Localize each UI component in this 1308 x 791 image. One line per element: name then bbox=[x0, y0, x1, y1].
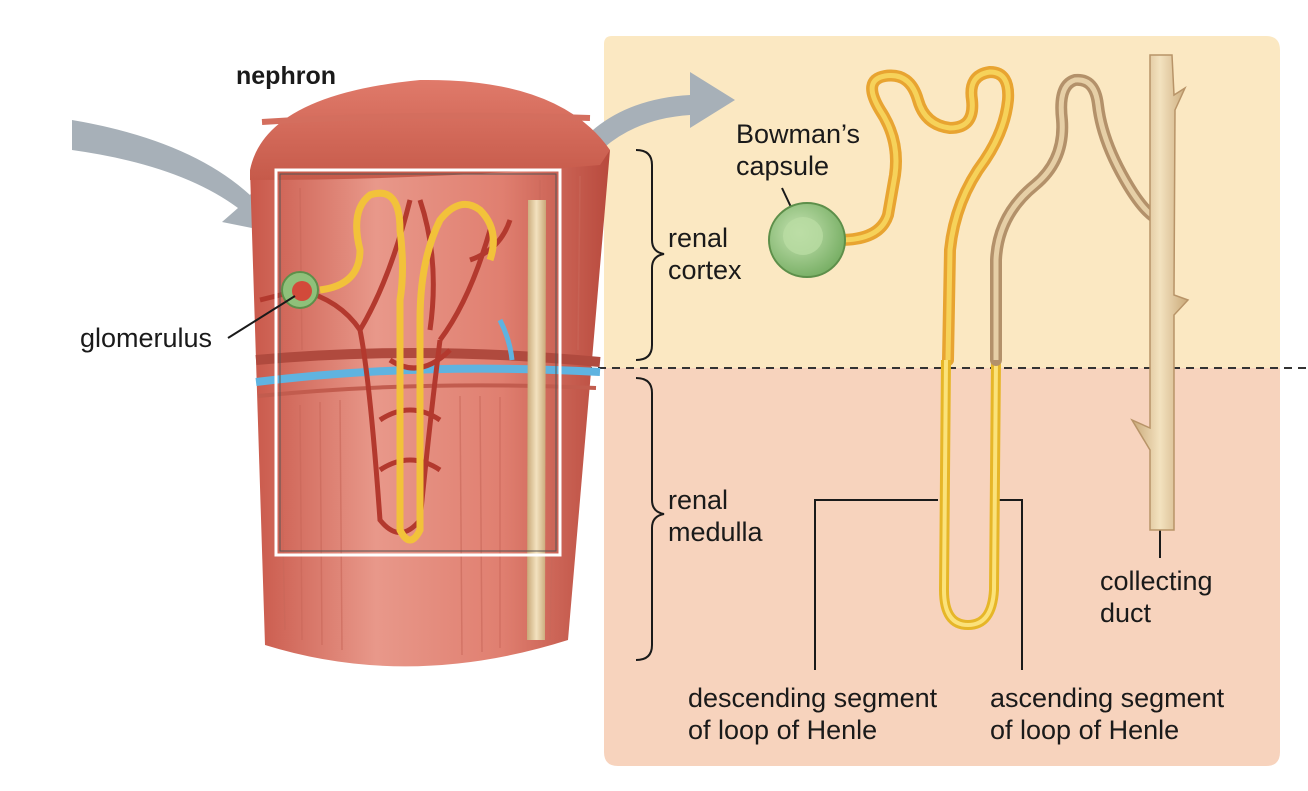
glomerulus-label: glomerulus bbox=[80, 323, 213, 353]
glomerulus-pointer bbox=[227, 295, 296, 339]
cortex-region bbox=[604, 36, 1280, 368]
cortex-bracket bbox=[635, 149, 665, 361]
blue-vessel bbox=[255, 364, 601, 386]
descending-pointer bbox=[814, 499, 938, 670]
block-collecting-duct bbox=[527, 200, 546, 640]
kidney-tissue-block bbox=[250, 79, 610, 667]
detailed-nephron bbox=[768, 54, 1190, 631]
incoming-arrow-icon bbox=[72, 120, 272, 232]
block-blue-branch bbox=[497, 318, 515, 361]
collecting-duct-shape bbox=[1130, 54, 1190, 531]
zoom-frame bbox=[274, 168, 562, 557]
zoom-arrow-icon bbox=[560, 72, 735, 178]
block-glomerulus bbox=[292, 281, 312, 301]
diagram-title: nephron bbox=[236, 62, 336, 90]
ascending-pointer bbox=[998, 499, 1023, 670]
medulla-bracket bbox=[635, 377, 665, 661]
